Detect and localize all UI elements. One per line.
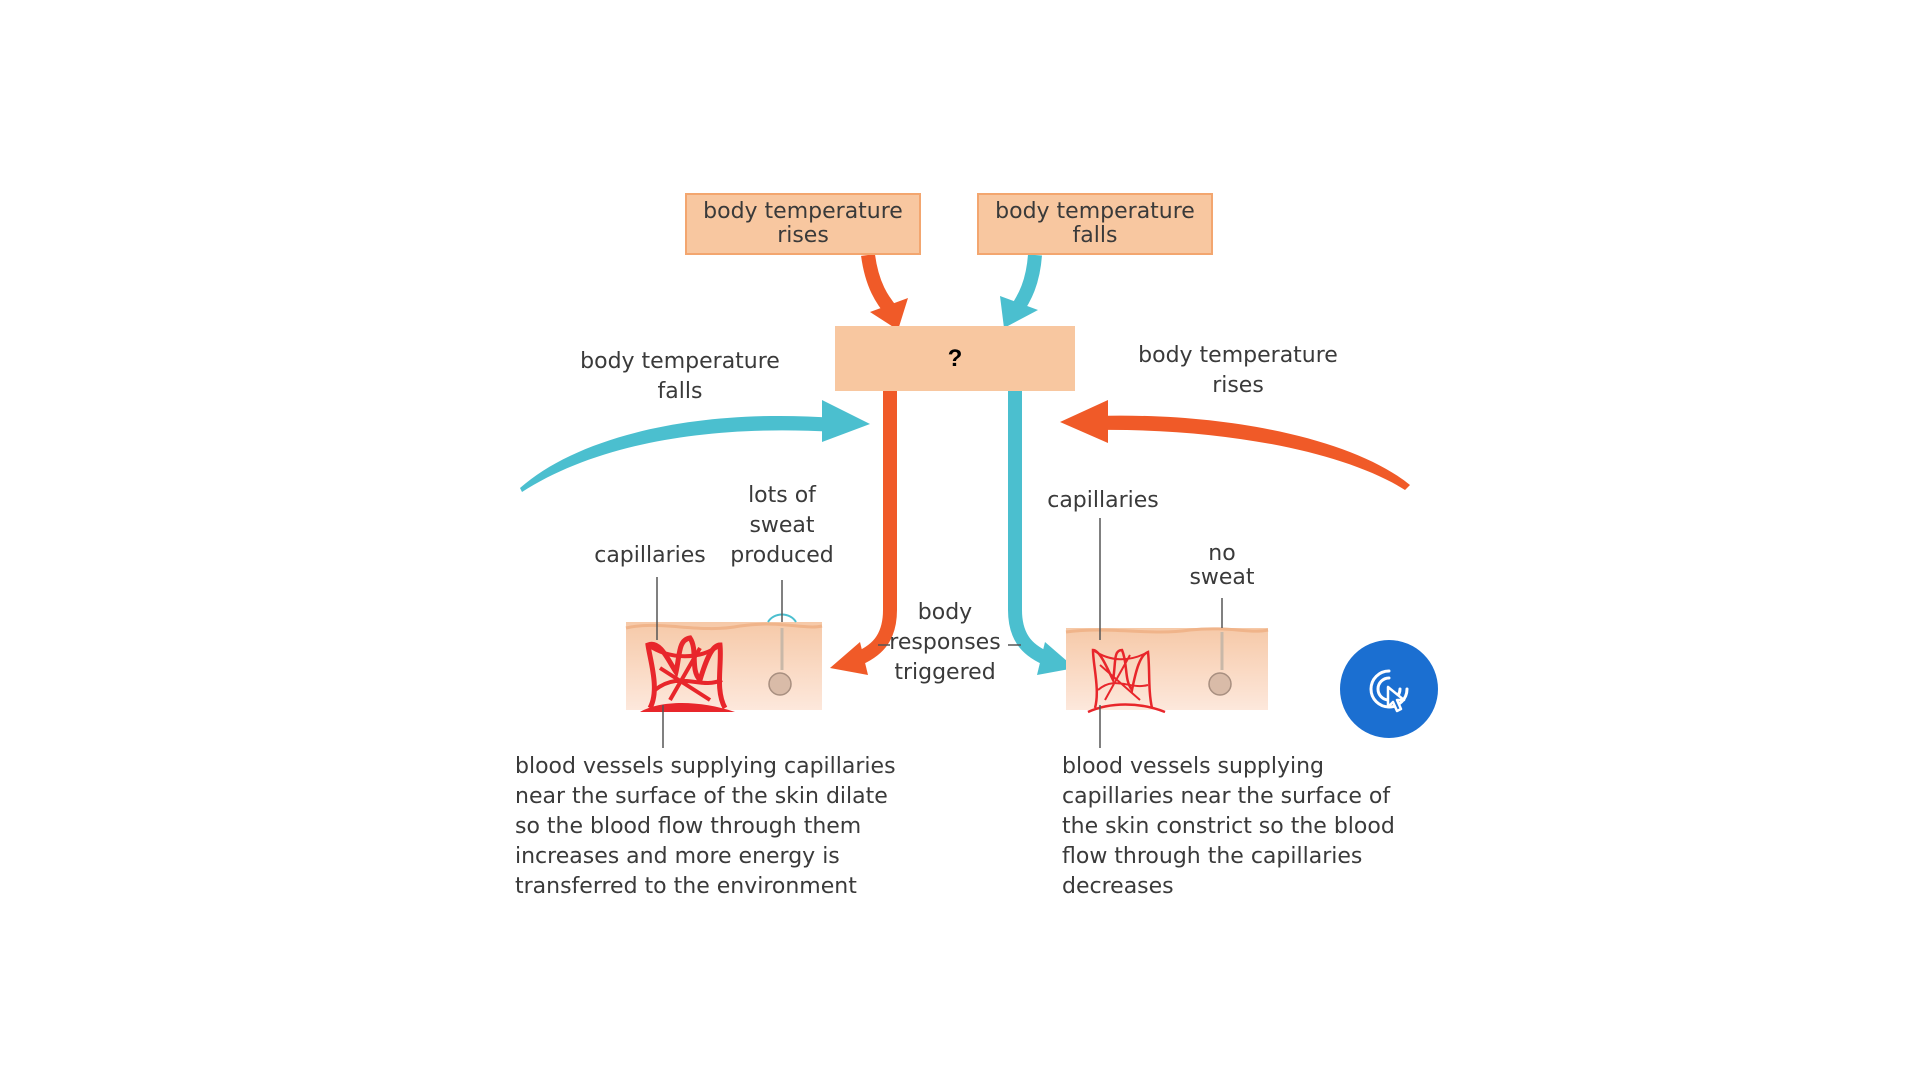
right-orange-sweep-arrowhead xyxy=(1060,400,1108,443)
left-description-line: increases and more energy is xyxy=(515,844,840,869)
left-sweat-line1: lots of xyxy=(748,483,816,508)
left-capillaries-text: capillaries xyxy=(594,543,706,568)
left-cyan-sweep-arrowhead xyxy=(822,400,870,442)
touch-pointer-icon xyxy=(1369,669,1409,713)
center-cyan-down-arrow xyxy=(1008,391,1053,667)
right-capillaries-label: capillaries xyxy=(1038,486,1168,516)
left-sweat-line2: sweat xyxy=(749,513,815,538)
top-box-rises-line1: body temperature xyxy=(703,199,903,224)
control-centre-question: ? xyxy=(947,344,963,372)
right-sweat-label: no sweat xyxy=(1180,542,1264,590)
right-orange-sweep-arrow xyxy=(1095,415,1410,490)
center-cyan-down-arrowhead xyxy=(1037,642,1075,675)
left-description-line: transferred to the environment xyxy=(515,874,857,899)
top-box-rises: body temperature rises xyxy=(685,193,921,255)
top-box-falls-line2: falls xyxy=(1072,223,1118,248)
left-side-label: body temperature falls xyxy=(560,347,800,407)
left-cyan-sweep-arrow xyxy=(520,415,835,492)
right-description-line: flow through the capillaries xyxy=(1062,844,1363,869)
left-capillaries-label: capillaries xyxy=(580,541,720,571)
rises-to-center-arrow xyxy=(861,253,899,318)
top-box-falls: body temperature falls xyxy=(977,193,1213,255)
left-description-line: so the blood flow through them xyxy=(515,814,862,839)
left-description-line: near the surface of the skin dilate xyxy=(515,784,888,809)
left-sweat-label: lots of sweat produced xyxy=(712,481,852,571)
body-responses-line2: responses xyxy=(889,630,1001,655)
right-side-label-line1: body temperature xyxy=(1138,343,1338,368)
touch-pointer-button[interactable] xyxy=(1340,640,1438,738)
right-capillaries-text: capillaries xyxy=(1047,488,1159,513)
left-description: blood vessels supplying capillaries near… xyxy=(515,752,896,902)
top-box-falls-line1: body temperature xyxy=(995,199,1195,224)
right-description-line: decreases xyxy=(1062,874,1174,899)
right-side-label: body temperature rises xyxy=(1118,341,1358,401)
top-box-rises-line2: rises xyxy=(777,223,829,248)
right-side-label-line2: rises xyxy=(1212,373,1264,398)
right-description-line: the skin constrict so the blood xyxy=(1062,814,1395,839)
body-responses-line1: body xyxy=(917,600,973,625)
right-sweat-line1: no xyxy=(1208,541,1236,566)
left-skin-section xyxy=(625,577,823,748)
body-responses-line3: triggered xyxy=(894,660,996,685)
rises-to-center-arrowhead xyxy=(870,298,908,330)
left-sweat-line3: produced xyxy=(730,543,834,568)
body-responses-label: body responses triggered xyxy=(880,598,1010,688)
left-description-line: blood vessels supplying capillaries xyxy=(515,754,896,779)
falls-to-center-arrowhead xyxy=(1000,296,1038,328)
control-centre-box[interactable]: ? xyxy=(835,326,1075,391)
left-side-label-line1: body temperature xyxy=(580,349,780,374)
left-side-label-line2: falls xyxy=(657,379,703,404)
right-description-line: blood vessels supplying xyxy=(1062,754,1325,779)
right-description: blood vessels supplying capillaries near… xyxy=(1062,752,1395,902)
right-skin-section xyxy=(1065,518,1269,748)
right-description-line: capillaries near the surface of xyxy=(1062,784,1391,809)
center-orange-down-arrowhead xyxy=(830,642,868,675)
right-sweat-line2: sweat xyxy=(1189,565,1255,590)
